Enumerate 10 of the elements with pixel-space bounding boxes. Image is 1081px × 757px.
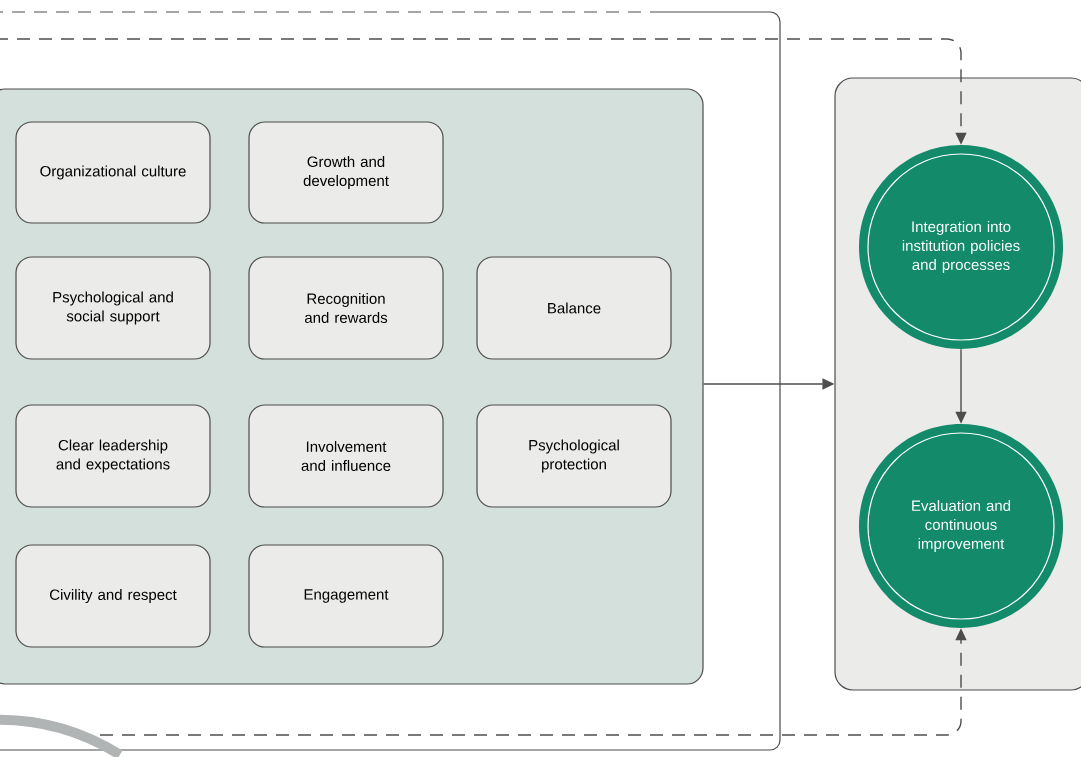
factor-box: Civility and respect [15, 544, 211, 648]
factor-box: Engagement [248, 544, 444, 648]
factor-box: Psychological and social support [15, 256, 211, 360]
factor-box: Clear leadership and expectations [15, 404, 211, 508]
factor-box: Organizational culture [15, 121, 211, 224]
factor-box: Involvement and influence [248, 404, 444, 508]
factor-box: Psychological protection [476, 404, 672, 508]
factor-box: Balance [476, 256, 672, 360]
factor-box: Recognition and rewards [248, 256, 444, 360]
factor-box: Growth and development [248, 121, 444, 224]
